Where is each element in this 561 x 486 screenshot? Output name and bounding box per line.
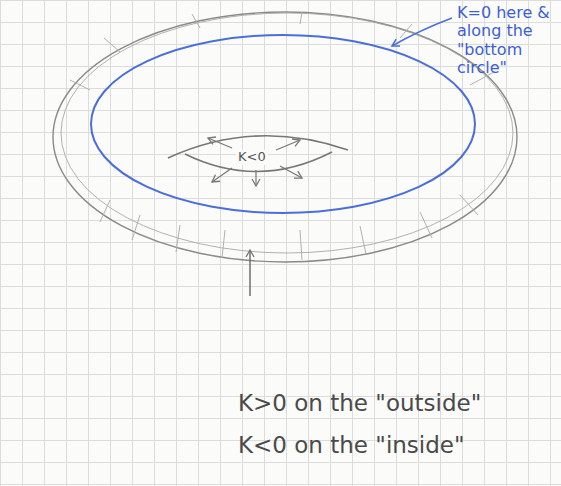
curvature-label: K<0 <box>236 150 268 165</box>
shading-stroke <box>192 14 200 28</box>
curvature-arrow <box>212 168 232 182</box>
leader-line <box>392 18 452 46</box>
torus-outline <box>61 13 513 253</box>
shading-stroke <box>100 200 110 222</box>
shading-stroke <box>104 38 120 52</box>
shading-stroke <box>300 12 302 24</box>
curvature-note: K<0 on the "inside" <box>236 432 467 458</box>
curvature-arrow <box>276 140 300 150</box>
shading-stroke <box>132 215 140 240</box>
curvature-arrow <box>255 170 256 186</box>
shading-stroke <box>70 80 90 90</box>
shading-stroke <box>460 195 478 215</box>
curvature-arrow <box>208 138 232 148</box>
curvature-note: K>0 on the "outside" <box>236 390 483 416</box>
shading-stroke <box>420 212 432 238</box>
leader-arrow <box>249 250 250 296</box>
shading-strokes <box>70 12 494 260</box>
zero-curvature-circle <box>91 35 475 213</box>
curvature-note: K=0 here & along the "bottom circle" <box>455 4 557 78</box>
curvature-arrow <box>280 166 302 178</box>
torus-outline <box>53 12 517 262</box>
shading-stroke <box>222 230 225 258</box>
shading-stroke <box>176 225 180 252</box>
shading-stroke <box>300 230 302 260</box>
shading-stroke <box>360 226 366 254</box>
